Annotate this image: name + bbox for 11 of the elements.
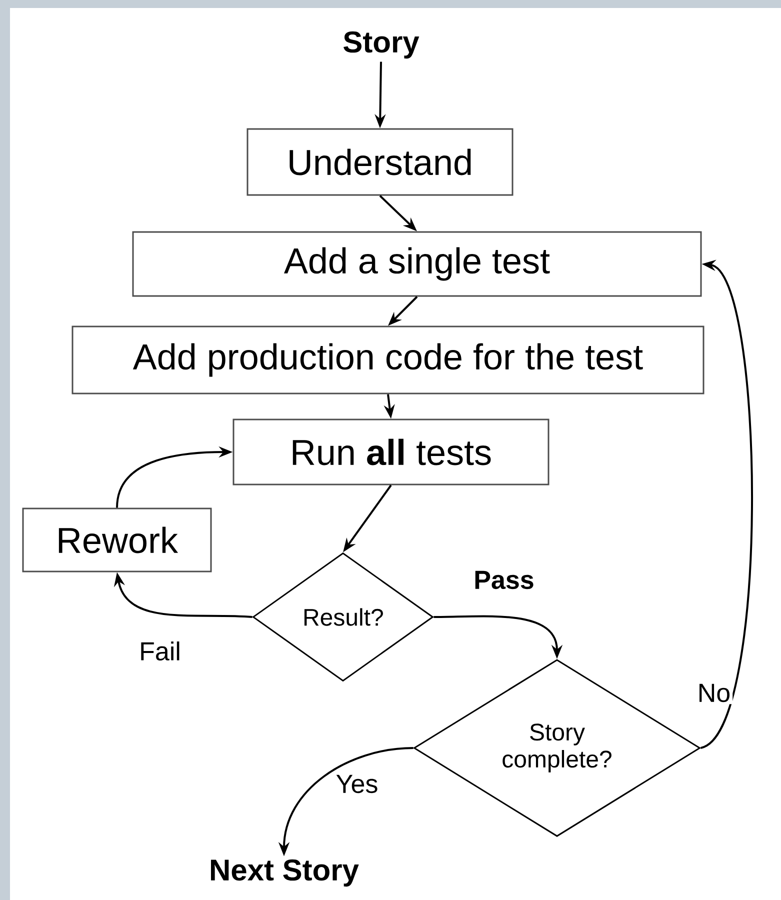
edge-label: Pass bbox=[472, 568, 536, 592]
terminal-text: Next Story bbox=[210, 859, 359, 887]
edge-label: No bbox=[695, 682, 733, 704]
process-box: Rework bbox=[22, 508, 212, 572]
edge-label: Yes bbox=[334, 772, 380, 796]
process-box: Add a single test bbox=[132, 231, 702, 297]
process-box: Run all tests bbox=[232, 418, 550, 486]
process-box: Add production code for the test bbox=[72, 326, 704, 394]
terminal-text: Story bbox=[344, 31, 420, 59]
edge-label: Fail bbox=[137, 639, 183, 663]
process-box: Understand bbox=[246, 128, 514, 196]
